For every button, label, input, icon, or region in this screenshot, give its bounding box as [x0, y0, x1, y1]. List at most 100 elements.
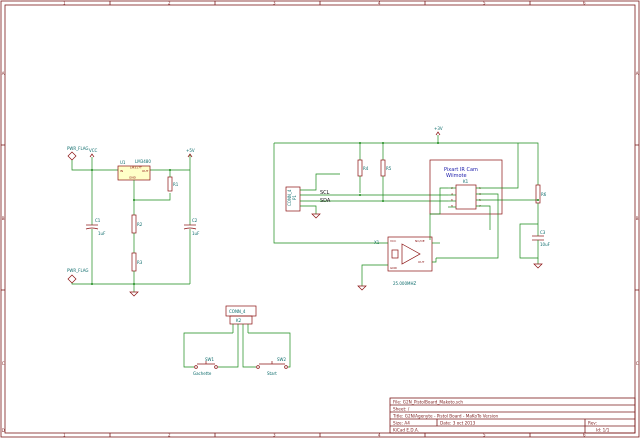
regulator-pin-out: OUT	[142, 169, 149, 173]
title-block-size: Size: A4	[393, 421, 410, 426]
regulator-val: LM317T	[130, 166, 142, 170]
net-scl: SCL	[320, 190, 330, 196]
vcc-symbol-right	[187, 153, 193, 158]
camera-section: +3V R4 R5 CONN_4 P1 SCL SDA Pixart IR Ca…	[273, 126, 551, 291]
cap-c2-ref: C2	[192, 218, 198, 223]
title-block-title: Title: G2N/Agenyte - Pistol Board - MaKo…	[392, 414, 499, 419]
cap-c3-ref: C3	[540, 230, 546, 235]
col-label-3-bottom: 3	[273, 433, 276, 438]
row-ruler-right: A B C	[635, 71, 639, 366]
row-ruler-left: A B C D	[1, 71, 5, 433]
pwr-flag-top-label: PWR_FLAG	[67, 146, 89, 151]
connector-k2-name: CONN_4	[229, 309, 246, 314]
camera-pin-8: 8	[451, 204, 453, 208]
camera-pin-6: 6	[451, 198, 453, 202]
pwr-flag-bottom	[67, 274, 77, 284]
title-block-id: Id: 1/1	[596, 428, 610, 433]
resistor-r6-ref: R6	[541, 192, 547, 197]
pwr-flag-bottom-label: PWR_FLAG	[67, 268, 89, 273]
cap-c3-val: 10uF	[540, 242, 551, 247]
oscillator-ref: X1	[374, 240, 380, 245]
vcc-left-label: VCC	[89, 148, 98, 153]
oscillator-x1	[387, 236, 433, 272]
oscillator-crystal-icon	[391, 249, 399, 259]
col-label-4: 4	[378, 1, 381, 6]
resistor-r4-ref: R4	[363, 166, 369, 171]
cap-c2-plate-b	[183, 227, 197, 230]
column-ruler-bottom: 1 2 3 4 5 6	[63, 433, 586, 438]
col-label-1: 1	[63, 1, 66, 6]
resistor-r2	[131, 214, 137, 234]
title-block-sheet: Sheet: /	[393, 407, 410, 412]
connector-k2-ref: K2	[236, 318, 242, 323]
title-block-date: Date: 3 oct 2013	[440, 421, 476, 426]
col-label-2: 2	[168, 1, 171, 6]
gnd-symbol-connector	[311, 213, 321, 219]
row-label-c-right: C	[636, 361, 639, 366]
regulator-pin-gnd: GND	[129, 176, 137, 180]
connector-p1-ref: P1	[292, 195, 297, 200]
camera-ref: K1	[463, 179, 469, 184]
cap-c1-ref: C1	[95, 218, 101, 223]
cap-c2-val: 1uF	[192, 231, 200, 236]
gnd-symbol-oscillator	[357, 285, 367, 291]
connector-p1-name: CONN_4	[287, 189, 292, 206]
cap-c1-plate-b	[85, 227, 99, 230]
row-label-d: D	[2, 428, 5, 433]
col-label-6: 6	[583, 1, 586, 6]
title-block: File: G2N_PistolBoard_Makoto.sch Sheet: …	[389, 397, 636, 434]
oscillator-buffer-icon	[401, 243, 421, 265]
title-block-tool: KiCad E.D.A.	[393, 428, 419, 433]
row-label-a: A	[2, 71, 5, 76]
camera-subtitle: Wiimote	[446, 173, 467, 179]
camera-title: Pixart IR Cam	[444, 167, 478, 173]
switch-sw2-label: Start	[267, 371, 277, 376]
oscillator-pin-out: OUT	[418, 260, 425, 264]
power-section: PWR_FLAG PWR_FLAG VCC +5V U1 LM3480 IN O…	[67, 146, 200, 297]
col-label-5-bottom: 5	[483, 433, 486, 438]
oscillator-freq: 25.000MHZ	[393, 281, 416, 286]
col-label-5: 5	[483, 1, 486, 6]
cap-c1-val: 1uF	[98, 231, 106, 236]
resistor-r2-ref: R2	[137, 222, 143, 227]
row-label-a-right: A	[636, 71, 639, 76]
title-block-rev: Rev:	[588, 421, 597, 426]
camera-outline	[429, 159, 503, 215]
col-label-2-bottom: 2	[168, 433, 171, 438]
camera-body	[455, 184, 477, 210]
col-label-6-bottom: 6	[583, 433, 586, 438]
resistor-r3	[131, 252, 137, 272]
row-label-c: C	[2, 361, 5, 366]
gnd-symbol-power	[129, 291, 139, 297]
oscillator-pin-nc: NC/OE	[415, 239, 425, 243]
camera-pin-4: 4	[451, 192, 453, 196]
switch-sw1-label: Gachette	[193, 371, 212, 376]
vcc-symbol-camera	[435, 131, 441, 136]
column-ruler-top: 1 2 3 4 5 6	[63, 1, 586, 6]
resistor-r3-ref: R3	[137, 260, 143, 265]
col-label-1-bottom: 1	[63, 433, 66, 438]
resistor-r4	[357, 159, 363, 177]
switch-section: CONN_4 K2 SW1 Gachette SW2 Start	[183, 305, 291, 376]
col-label-4-bottom: 4	[378, 433, 381, 438]
switch-sw1-ref: SW1	[205, 357, 214, 362]
oscillator-pin-gnd: GND	[390, 266, 398, 270]
title-block-file: File: G2N_PistolBoard_Makoto.sch	[393, 400, 463, 405]
row-label-b: B	[2, 216, 5, 221]
connector-p1	[285, 186, 301, 212]
resistor-r1-ref: R1	[173, 182, 179, 187]
oscillator-pin-vcc: VCC	[390, 239, 396, 243]
row-label-b-right: B	[636, 216, 639, 221]
regulator-name: LM3480	[135, 159, 151, 164]
resistor-r5-ref: R5	[386, 166, 392, 171]
pwr-flag-top	[67, 151, 77, 161]
net-sda: SDA	[320, 198, 331, 204]
col-label-3: 3	[273, 1, 276, 6]
resistor-r1	[167, 176, 173, 192]
switch-sw2-ref: SW2	[277, 357, 286, 362]
vcc-camera-label: +3V	[434, 126, 443, 131]
resistor-r5	[380, 159, 386, 177]
regulator-ref: U1	[120, 160, 126, 165]
gnd-symbol-camera	[533, 263, 543, 269]
